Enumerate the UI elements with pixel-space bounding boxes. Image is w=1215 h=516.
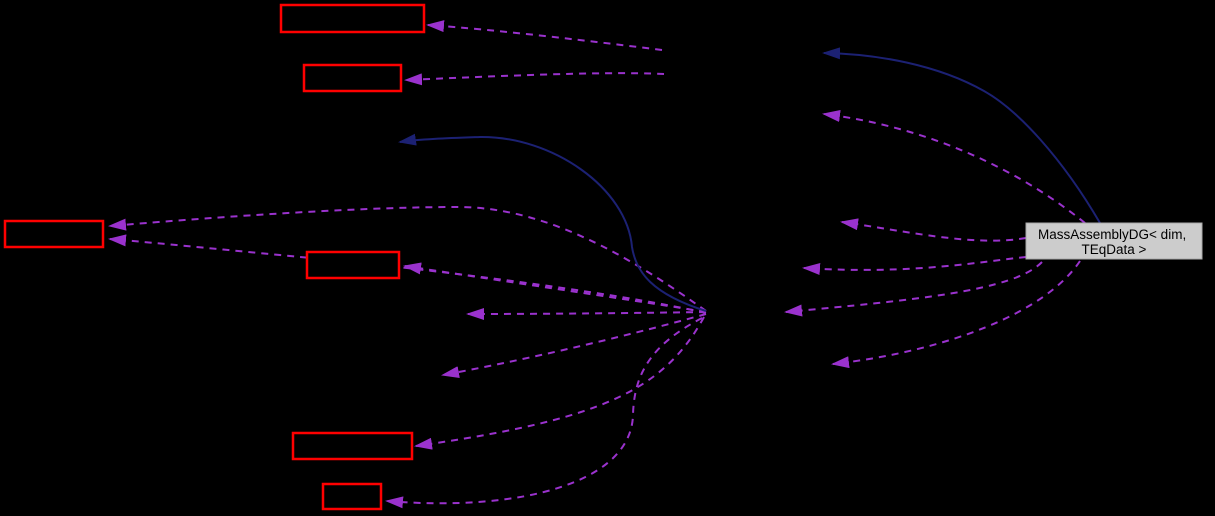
- usage-edge: [822, 110, 1086, 224]
- usage-edge: [802, 256, 1027, 276]
- usage-edge: [784, 261, 1043, 317]
- nodes-layer: [3, 3, 426, 511]
- usage-edge: [441, 313, 707, 378]
- usage-edge: [414, 316, 705, 450]
- class-node-red-node-6[interactable]: [321, 482, 383, 511]
- class-node-red-node-5[interactable]: [291, 431, 414, 461]
- usage-edge: [840, 218, 1027, 242]
- class-node-red-node-1[interactable]: [279, 3, 426, 34]
- inheritance-edge: [822, 47, 1101, 224]
- main-class-node-label: MassAssemblyDG< dim, TEqData >: [1038, 227, 1190, 257]
- main-class-node-box: [1025, 222, 1203, 260]
- inheritance-edge: [398, 133, 707, 312]
- usage-edge: [108, 205, 707, 312]
- usage-edge: [403, 262, 707, 313]
- class-node-red-node-3[interactable]: [3, 219, 105, 249]
- usage-edge: [404, 72, 665, 86]
- main-class-node: MassAssemblyDG< dim, TEqData >: [1025, 222, 1203, 260]
- class-node-red-node-2[interactable]: [302, 63, 403, 93]
- class-node-red-node-4[interactable]: [305, 250, 401, 280]
- usage-edge: [385, 317, 703, 509]
